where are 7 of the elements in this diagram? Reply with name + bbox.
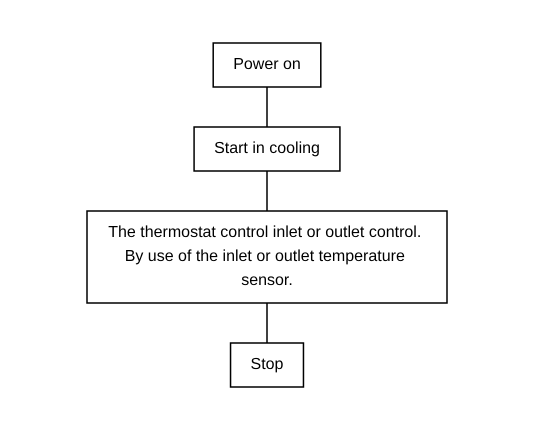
connector	[266, 171, 268, 211]
node-box: Stop	[230, 342, 304, 388]
connector	[266, 87, 268, 127]
node-box: Power on	[212, 42, 322, 88]
connector	[266, 303, 268, 343]
node-box: The thermostat control inlet or outlet control. By use of the inlet or outlet temperature sensor.	[86, 210, 448, 304]
node-box: Start in cooling	[193, 126, 341, 172]
